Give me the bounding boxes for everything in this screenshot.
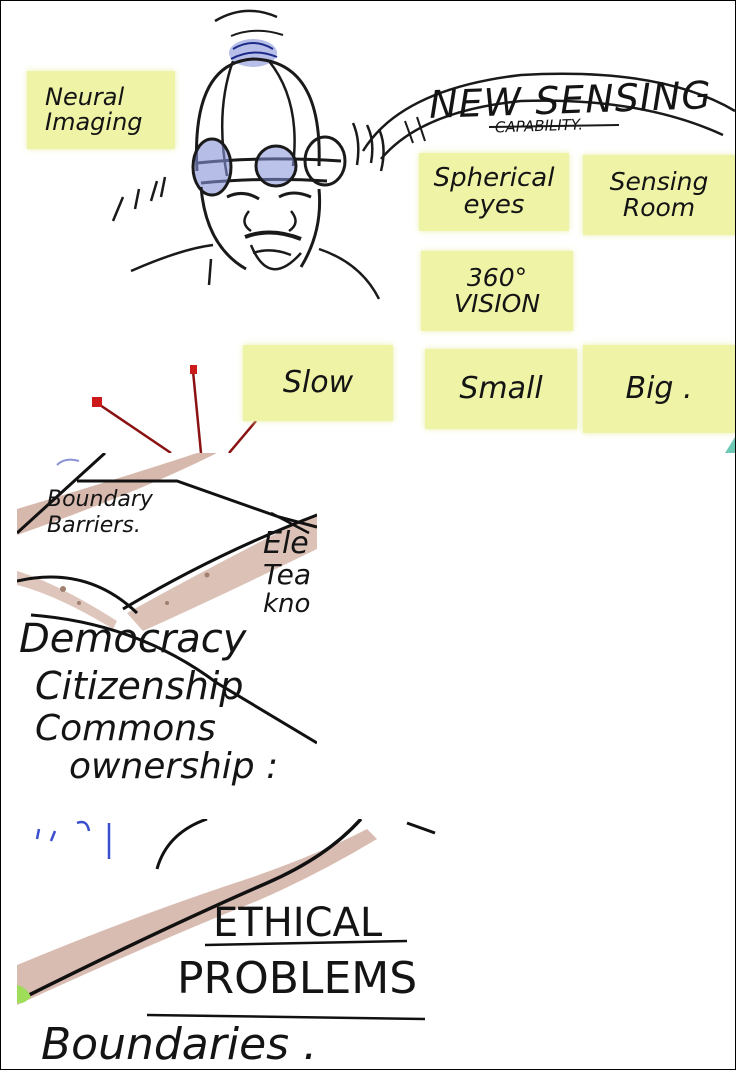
list-citizenship: Citizenship (35, 664, 244, 708)
panel-sensing-sketch: NEW SENSING CAPABILITY. Neural Imaging S… (1, 1, 735, 453)
red-pin-center (190, 365, 197, 374)
lens-center (256, 146, 296, 186)
arc-subtitle: CAPABILITY. (494, 115, 584, 137)
red-pin-left (92, 397, 102, 407)
elec-line-2: Tea (263, 558, 312, 591)
green-mark (17, 985, 31, 1004)
list-ownership: ownership : (69, 746, 279, 787)
boundaries-label: Boundaries . (41, 1019, 318, 1069)
elec-line-1: Ele (263, 526, 309, 561)
note-small: Small (425, 349, 577, 429)
boundary-barriers-label: Boundary Barriers. (47, 487, 153, 539)
list-democracy: Democracy (19, 616, 247, 662)
green-corner-mark (725, 437, 735, 453)
note-slow: Slow (243, 345, 393, 421)
list-commons: Commons (35, 708, 216, 749)
democracy-drawing (17, 453, 317, 745)
note-spherical-eyes: Spherical eyes (419, 153, 569, 231)
sketch-drawing (92, 9, 735, 453)
note-neural-imaging: Neural Imaging (27, 71, 175, 149)
heading-problems: PROBLEMS (177, 953, 418, 1004)
note-big: Big . (583, 345, 735, 433)
panel-ethical-problems: ETHICAL PROBLEMS Boundaries . (17, 819, 437, 1069)
panel-democracy-sketch: Boundary Barriers. Ele Tea kno Democracy… (17, 453, 317, 793)
lens-left (193, 139, 231, 195)
note-360-vision: 360° VISION (421, 251, 573, 331)
elec-line-3: kno (263, 589, 311, 619)
note-sensing-room: Sensing Room (583, 155, 735, 235)
ethical-drawing (17, 819, 436, 1021)
heading-ethical: ETHICAL (213, 900, 383, 946)
